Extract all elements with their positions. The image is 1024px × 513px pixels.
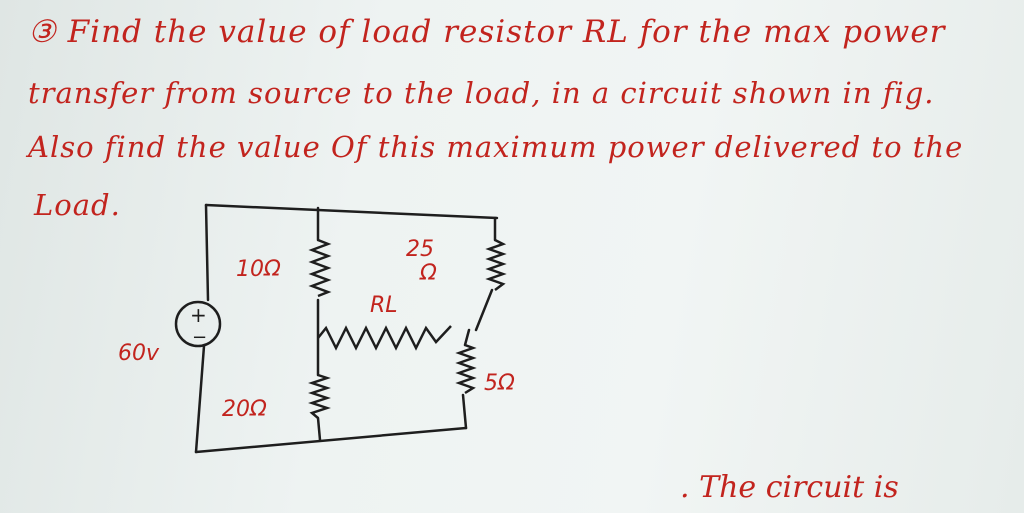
right-wire-r4-bottom xyxy=(461,393,468,430)
resistor-20-ohm xyxy=(308,373,331,419)
r1-label: 10Ω xyxy=(236,257,281,282)
problem-line-2: transfer from source to the load, in a c… xyxy=(28,76,935,110)
resistor-5-ohm xyxy=(455,343,477,395)
r2-label: 25 xyxy=(406,237,434,262)
right-wire-r4-top xyxy=(463,328,471,347)
mid-wire-bottom xyxy=(316,416,322,442)
problem-line-1: ③ Find the value of load resistor RL for… xyxy=(28,14,946,50)
left-wire-bottom xyxy=(194,344,206,454)
voltage-source-icon xyxy=(174,300,222,348)
source-plus-sign: + xyxy=(190,303,207,327)
r2-unit-label: Ω xyxy=(419,261,437,286)
rl-label: RL xyxy=(370,293,398,318)
source-voltage-label: 60v xyxy=(118,341,160,366)
right-wire-mid xyxy=(474,288,494,332)
bottom-wire xyxy=(194,426,468,454)
top-wire xyxy=(204,203,499,220)
problem-line-3: Also find the value Of this maximum powe… xyxy=(28,130,964,164)
resistor-25-ohm xyxy=(485,238,507,291)
problem-line-4: Load. xyxy=(34,188,121,222)
source-minus-sign: − xyxy=(192,327,207,348)
bottom-note: . The circuit is xyxy=(680,470,899,505)
r3-label: 20Ω xyxy=(222,397,267,422)
resistor-10-ohm xyxy=(308,238,332,298)
r4-label: 5Ω xyxy=(484,371,515,396)
left-wire-top xyxy=(204,203,210,302)
resistor-rl xyxy=(317,325,452,351)
